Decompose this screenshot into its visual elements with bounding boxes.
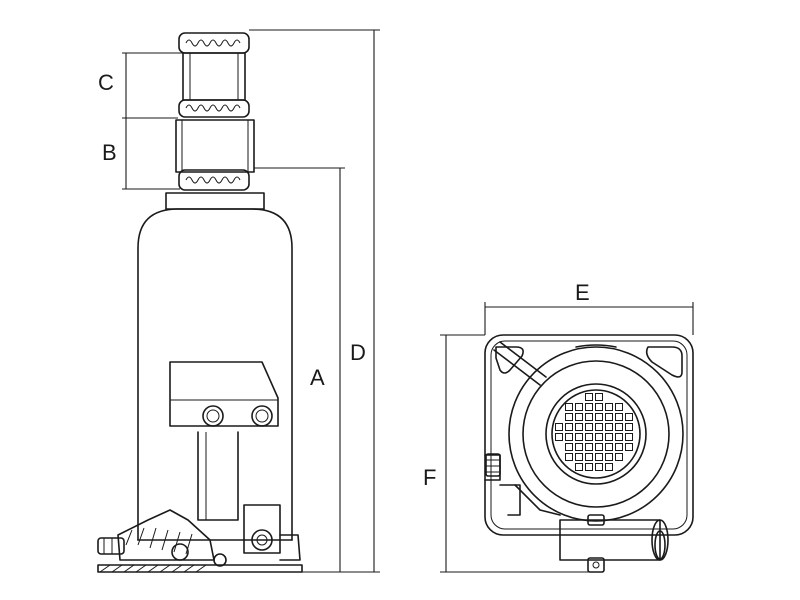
saddle-grid-cell <box>575 423 583 431</box>
saddle-grid-cell <box>605 433 613 441</box>
saddle-grid-cell <box>595 403 603 411</box>
saddle-grid-cell <box>585 423 593 431</box>
lift-saddle <box>178 32 250 54</box>
ram <box>175 119 255 191</box>
dimension-lines-side <box>122 29 380 573</box>
dimension-lines-top <box>440 302 694 573</box>
saddle-grid-cell <box>555 433 563 441</box>
saddle-grid-cell <box>615 413 623 421</box>
saddle-grid-cell <box>625 423 633 431</box>
dimension-label-d: D <box>350 340 366 365</box>
saddle-grid-cell <box>555 423 563 431</box>
saddle-grid-cell <box>575 403 583 411</box>
saddle-grid-cell <box>615 433 623 441</box>
side-view <box>97 32 303 573</box>
top-handle <box>493 341 547 386</box>
saddle-grid-cell <box>585 443 593 451</box>
saddle-grid-cell <box>605 423 613 431</box>
saddle-grid-cell <box>585 393 593 401</box>
saddle-grid-cell <box>605 453 613 461</box>
cylinder-body <box>137 192 293 541</box>
release-valve <box>97 509 227 567</box>
saddle-grid-cell <box>615 403 623 411</box>
saddle-grid-cell <box>625 443 633 451</box>
saddle-grid-cell <box>585 463 593 471</box>
saddle-grid-cell <box>565 413 573 421</box>
saddle-grid-cell <box>595 463 603 471</box>
saddle-grid-cell <box>615 453 623 461</box>
saddle-grid-cell <box>565 423 573 431</box>
dimension-label-f: F <box>423 465 436 490</box>
top-pump-barrel <box>484 453 561 516</box>
saddle-grid-cell <box>585 403 593 411</box>
saddle-grid-cell <box>565 433 573 441</box>
saddle-grid-cell <box>625 433 633 441</box>
extension-screw <box>178 52 250 118</box>
saddle-grid-cell <box>575 443 583 451</box>
saddle-grid-cell <box>575 433 583 441</box>
pump-handle-socket <box>169 361 301 561</box>
saddle-grid-cell <box>575 453 583 461</box>
saddle-grid-cell <box>615 423 623 431</box>
saddle-grid-cell <box>615 443 623 451</box>
saddle-grid-cell <box>575 463 583 471</box>
saddle-grid-cell <box>605 413 613 421</box>
saddle-grid-cell <box>595 413 603 421</box>
saddle-grid-cell <box>585 433 593 441</box>
top-release-valve <box>559 514 669 573</box>
saddle-grid-cell <box>625 413 633 421</box>
dimension-label-c: C <box>98 70 114 95</box>
saddle-grid-cell <box>595 393 603 401</box>
dimension-label-a: A <box>310 365 325 390</box>
dimension-label-b: B <box>102 140 117 165</box>
saddle-grid-cell <box>595 423 603 431</box>
saddle-grid-cell <box>605 463 613 471</box>
saddle-grid-cell <box>585 453 593 461</box>
saddle-grid-cell <box>605 403 613 411</box>
saddle-grid-cell <box>595 433 603 441</box>
top-view <box>484 334 694 573</box>
top-saddle-grid <box>555 393 633 471</box>
saddle-grid-cell <box>565 453 573 461</box>
top-cylinder <box>508 344 684 522</box>
saddle-grid-cell <box>585 413 593 421</box>
saddle-grid-cell <box>565 403 573 411</box>
top-base-plate <box>484 334 694 536</box>
saddle-grid-cell <box>605 443 613 451</box>
dimension-label-e: E <box>575 280 590 305</box>
saddle-grid-cell <box>565 443 573 451</box>
saddle-grid-cell <box>595 453 603 461</box>
saddle-grid-cell <box>595 443 603 451</box>
base-plate <box>97 564 303 573</box>
saddle-grid-cell <box>575 413 583 421</box>
